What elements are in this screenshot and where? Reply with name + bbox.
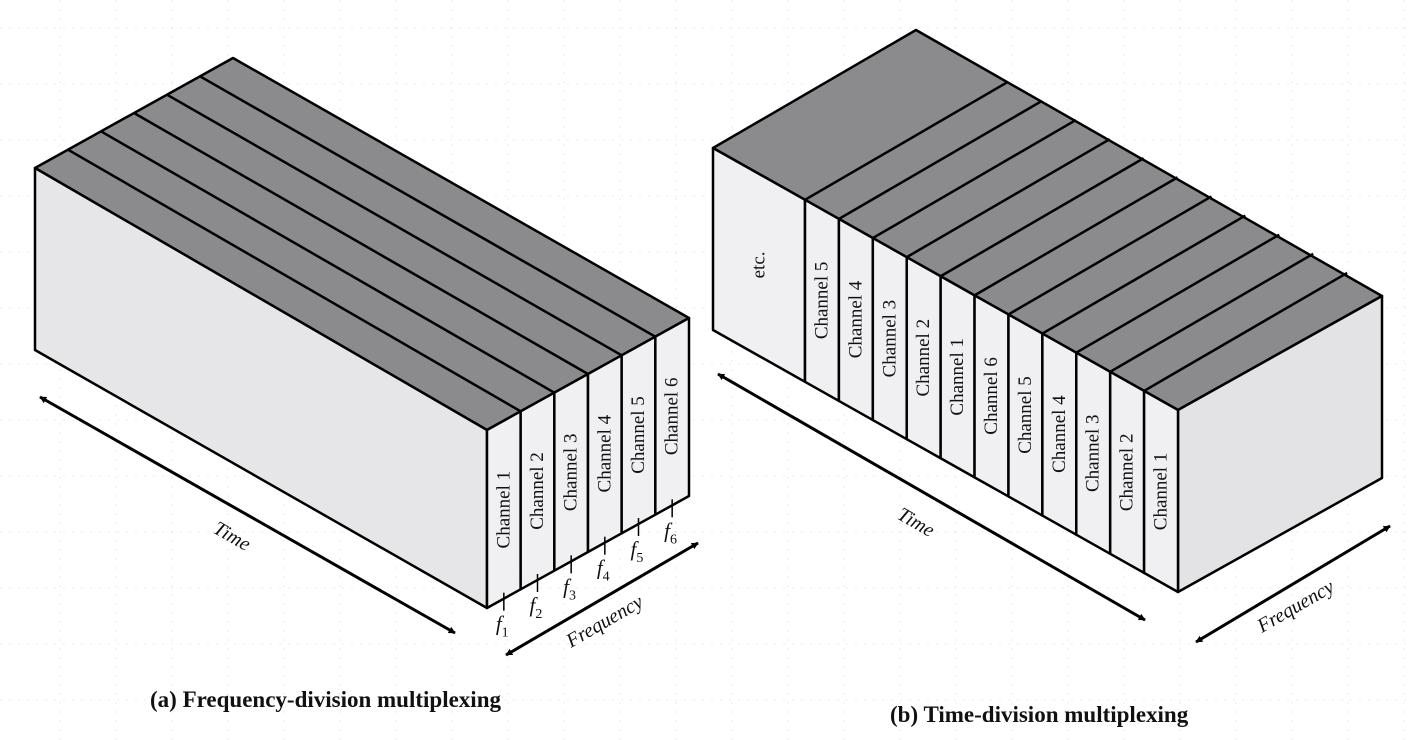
fdm-channel-faces: Channel 1 Channel 2 Channel 3 Channel 4 Chan…: [485, 316, 691, 610]
fdm-stripe-line: [100, 130, 555, 394]
tdm-channel-label: Channel 2: [1117, 434, 1138, 512]
tdm-frequency-label: Frequency: [1253, 576, 1338, 638]
tdm-caption: (b) Time-division multiplexing: [890, 702, 1189, 727]
tdm-frequency-arrow: [1195, 524, 1391, 644]
fdm-top-stripes: [67, 75, 656, 413]
fdm-frequency-label: f6: [664, 518, 677, 547]
fdm-diagram: Channel 1 Channel 2 Channel 3 Channel 4 Chan…: [33, 56, 699, 712]
fdm-frequency-label: f5: [631, 537, 644, 566]
tdm-channel-label: Channel 1: [1151, 453, 1172, 531]
tdm-stripe-line: [804, 80, 1009, 201]
tdm-channel-label: Channel 6: [981, 357, 1002, 435]
fdm-time-label: Time: [210, 517, 255, 555]
tdm-stripe-line: [872, 118, 1077, 240]
fdm-stripe-line: [199, 75, 656, 338]
fdm-channel-label: Channel 1: [493, 471, 514, 549]
tdm-channel-label: etc.: [749, 251, 770, 278]
tdm-stripe-line: [940, 157, 1145, 278]
fdm-stripe-line: [133, 111, 589, 376]
tdm-channel-label: Channel 3: [879, 300, 900, 378]
fdm-channel-label: Channel 2: [527, 452, 548, 530]
tdm-channel-label: Channel 5: [1015, 376, 1036, 454]
fdm-caption: (a) Frequency-division multiplexing: [150, 687, 501, 712]
fdm-frequency-label: f4: [597, 556, 610, 585]
tdm-time-arrow: [717, 372, 1146, 622]
fdm-channel-label: Channel 5: [628, 396, 649, 474]
tdm-channel-label: Channel 4: [845, 280, 866, 358]
tdm-channel-label: Channel 5: [811, 262, 832, 340]
tdm-time-label: Time: [894, 503, 939, 542]
tdm-stripe-line: [1075, 233, 1280, 354]
fdm-frequency-label: f2: [530, 593, 543, 622]
fdm-frequency-arrow: [505, 541, 699, 657]
fdm-channel-label: Channel 3: [561, 434, 582, 512]
tdm-stripe-line: [838, 99, 1043, 221]
fdm-channel-cell: [654, 316, 691, 516]
tdm-stripe-line: [1041, 214, 1246, 335]
tdm-channel-label: Channel 3: [1083, 414, 1104, 492]
tdm-diagram: etc. Channel 5 Channel 4 Channel 3 Channel 2…: [711, 28, 1391, 727]
fdm-frequency-label: f1: [496, 612, 509, 641]
tdm-stripe-line: [973, 176, 1179, 297]
tdm-channel-label: Channel 2: [913, 319, 934, 397]
tdm-stripe-line: [1109, 252, 1314, 373]
tdm-top-stripes: [804, 80, 1348, 392]
fdm-stripe-line: [166, 93, 623, 357]
tdm-channel-label: Channel 4: [1049, 395, 1070, 473]
fdm-channel-label: Channel 6: [662, 378, 683, 456]
tdm-stripe-line: [906, 138, 1111, 259]
fdm-channel-label: Channel 4: [594, 414, 615, 492]
fdm-stripe-line: [67, 148, 522, 413]
fdm-frequency-label: f3: [563, 574, 576, 603]
fdm-time-arrow: [39, 395, 456, 635]
tdm-stripe-line: [1143, 271, 1348, 392]
tdm-stripe-line: [1007, 195, 1213, 316]
tdm-channel-label: Channel 1: [947, 338, 968, 416]
